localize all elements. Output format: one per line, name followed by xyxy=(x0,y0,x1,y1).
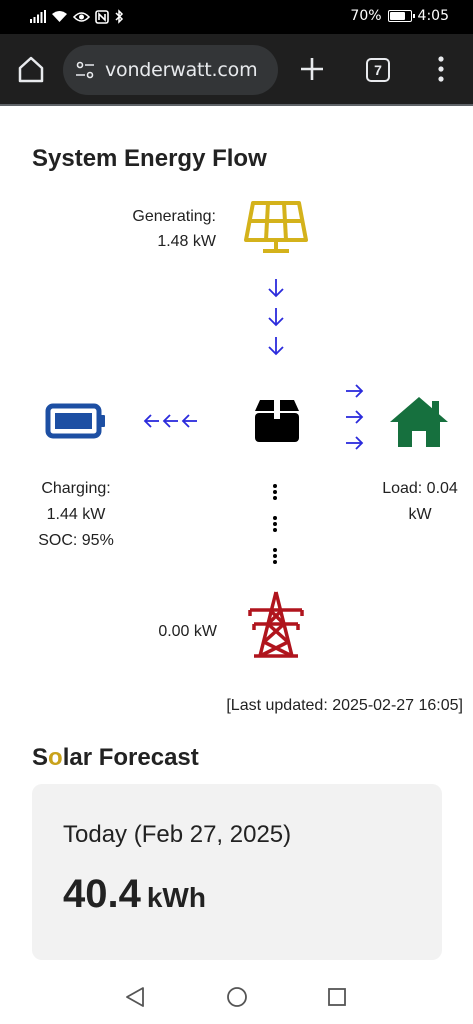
site-settings-icon[interactable] xyxy=(75,60,95,80)
home-icon[interactable] xyxy=(16,54,46,84)
url-text[interactable]: vonderwatt.com xyxy=(105,59,258,81)
arrow-down-icon xyxy=(268,279,284,298)
load-value: Load: 0.04 xyxy=(382,480,458,497)
overflow-menu-icon[interactable] xyxy=(432,54,450,84)
recent-apps-icon[interactable] xyxy=(327,987,347,1007)
last-updated: [Last updated: 2025-02-27 16:05] xyxy=(226,697,463,714)
status-right: 70% 4:05 xyxy=(350,8,449,24)
forecast-title: Solar Forecast xyxy=(32,744,199,772)
page-title: System Energy Flow xyxy=(32,145,267,172)
vertical-dots-icon xyxy=(273,548,277,564)
arrow-down-icon xyxy=(268,308,284,327)
new-tab-icon[interactable] xyxy=(298,55,326,83)
forecast-date: Today (Feb 27, 2025) xyxy=(63,821,292,848)
charging-label: Charging: 1.44 kW SOC: 95% xyxy=(20,476,132,554)
charging-label-text: Charging: xyxy=(41,480,111,497)
power-tower-icon xyxy=(248,591,304,658)
forecast-title-accent: o xyxy=(48,744,63,771)
charging-value: 1.44 kW xyxy=(46,506,106,523)
forecast-number: 40.4 xyxy=(63,872,141,916)
eye-icon xyxy=(73,11,90,22)
system-nav-bar xyxy=(0,970,473,1024)
wifi-icon xyxy=(52,11,67,22)
status-battery-icon xyxy=(387,10,415,22)
load-flow-arrows xyxy=(344,383,364,451)
arrow-left-icon xyxy=(143,414,197,428)
back-icon[interactable] xyxy=(124,986,146,1008)
generating-label: Generating: 1.48 kW xyxy=(100,204,216,254)
battery-percent: 70% xyxy=(350,8,382,24)
generating-label-text: Generating: xyxy=(132,208,216,225)
arrow-down-icon xyxy=(268,337,284,356)
house-icon xyxy=(390,397,448,447)
home-circle-icon[interactable] xyxy=(226,986,248,1008)
battery-level-fill xyxy=(389,12,405,20)
soc-value: SOC: 95% xyxy=(38,532,114,549)
grid-value: 0.00 kW xyxy=(158,623,217,640)
forecast-title-end: lar Forecast xyxy=(62,744,199,771)
vertical-dots-icon xyxy=(273,484,277,500)
forecast-title-start: S xyxy=(32,744,49,771)
solar-panel-icon xyxy=(244,201,308,253)
grid-flow-dots xyxy=(272,483,278,565)
load-label: Load: 0.04 kW xyxy=(370,476,470,528)
arrow-right-icon xyxy=(346,436,364,450)
arrow-right-icon xyxy=(346,410,364,424)
battery-icon xyxy=(45,403,105,439)
inverter-box-icon xyxy=(255,400,299,442)
address-bar[interactable]: vonderwatt.com xyxy=(63,45,278,95)
tab-switcher-button[interactable]: 7 xyxy=(366,58,390,82)
nfc-icon xyxy=(95,9,109,24)
load-unit: kW xyxy=(408,506,432,523)
solar-flow-arrows xyxy=(266,277,286,357)
status-icons xyxy=(30,9,124,24)
signal-icon xyxy=(30,10,46,23)
forecast-unit: kWh xyxy=(146,882,206,913)
battery-flow-arrows xyxy=(143,414,197,428)
clock: 4:05 xyxy=(417,8,449,24)
bluetooth-icon xyxy=(115,9,124,24)
vertical-dots-icon xyxy=(273,516,277,532)
status-bar: 70% 4:05 xyxy=(0,0,473,34)
browser-toolbar: vonderwatt.com 7 xyxy=(0,34,473,106)
generating-value: 1.48 kW xyxy=(157,233,216,250)
arrow-right-icon xyxy=(346,384,364,398)
